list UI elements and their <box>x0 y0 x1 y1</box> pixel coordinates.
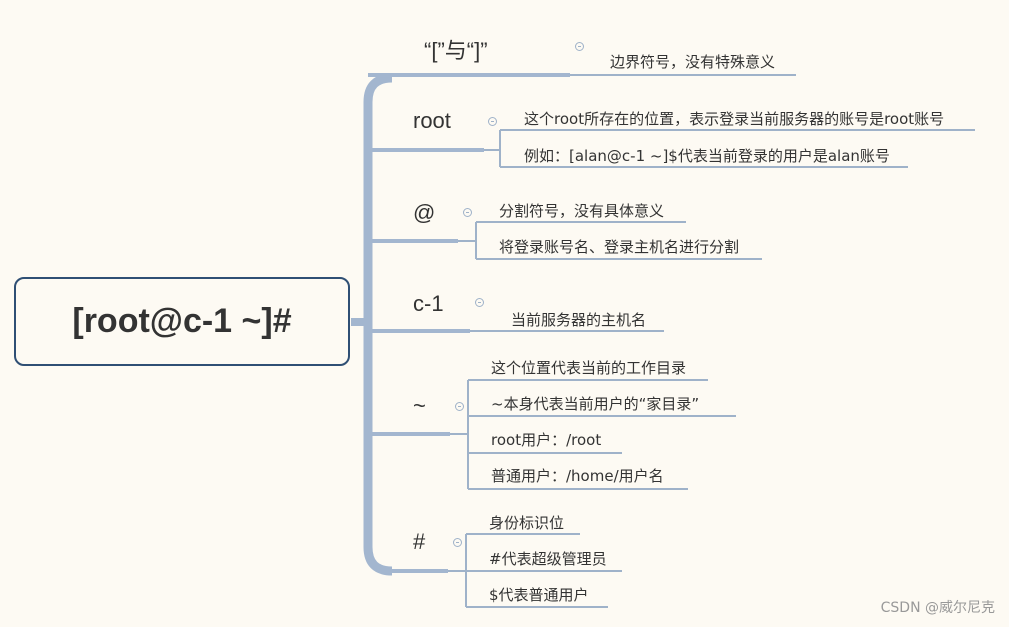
leaf-node[interactable]: ~本身代表当前用户的“家目录” <box>491 395 700 413</box>
branch-node-root[interactable]: root <box>413 108 451 133</box>
leaf-node[interactable]: root用户：/root <box>491 431 602 449</box>
main-spine <box>363 73 393 576</box>
collapse-icon[interactable] <box>455 402 464 411</box>
collapse-icon[interactable] <box>453 538 462 547</box>
leaf-node[interactable]: $代表普通用户 <box>489 586 589 604</box>
watermark: CSDN @威尔尼克 <box>880 600 995 616</box>
leaf-node[interactable]: 身份标识位 <box>489 514 565 532</box>
branch-node-hostname[interactable]: c-1 <box>413 291 444 316</box>
root-node[interactable]: [root@c-1 ~]# <box>14 277 350 366</box>
leaf-node[interactable]: 普通用户：/home/用户名 <box>491 467 664 485</box>
collapse-icon[interactable] <box>488 117 497 126</box>
leaf-node[interactable]: #代表超级管理员 <box>489 550 607 568</box>
collapse-icon[interactable] <box>575 42 584 51</box>
leaf-node[interactable]: 将登录账号名、登录主机名进行分割 <box>499 238 740 256</box>
leaf-node[interactable]: 例如：[alan@c-1 ~]$代表当前登录的用户是alan账号 <box>524 147 890 165</box>
leaf-node[interactable]: 边界符号，没有特殊意义 <box>610 53 776 71</box>
leaf-node[interactable]: 这个位置代表当前的工作目录 <box>491 359 687 377</box>
branch-node-tilde[interactable]: ~ <box>413 393 426 418</box>
root-node-label: [root@c-1 ~]# <box>72 302 292 340</box>
leaf-node[interactable]: 当前服务器的主机名 <box>511 311 647 329</box>
branch-node-at[interactable]: @ <box>413 200 436 225</box>
leaf-node[interactable]: 这个root所存在的位置，表示登录当前服务器的账号是root账号 <box>524 110 945 128</box>
collapse-icon[interactable] <box>463 208 472 217</box>
collapse-icon[interactable] <box>475 298 484 307</box>
leaf-node[interactable]: 分割符号，没有具体意义 <box>499 202 665 220</box>
branch-node-hash[interactable]: # <box>413 529 426 554</box>
branch-node-brackets[interactable]: “[”与“]” <box>424 38 488 63</box>
